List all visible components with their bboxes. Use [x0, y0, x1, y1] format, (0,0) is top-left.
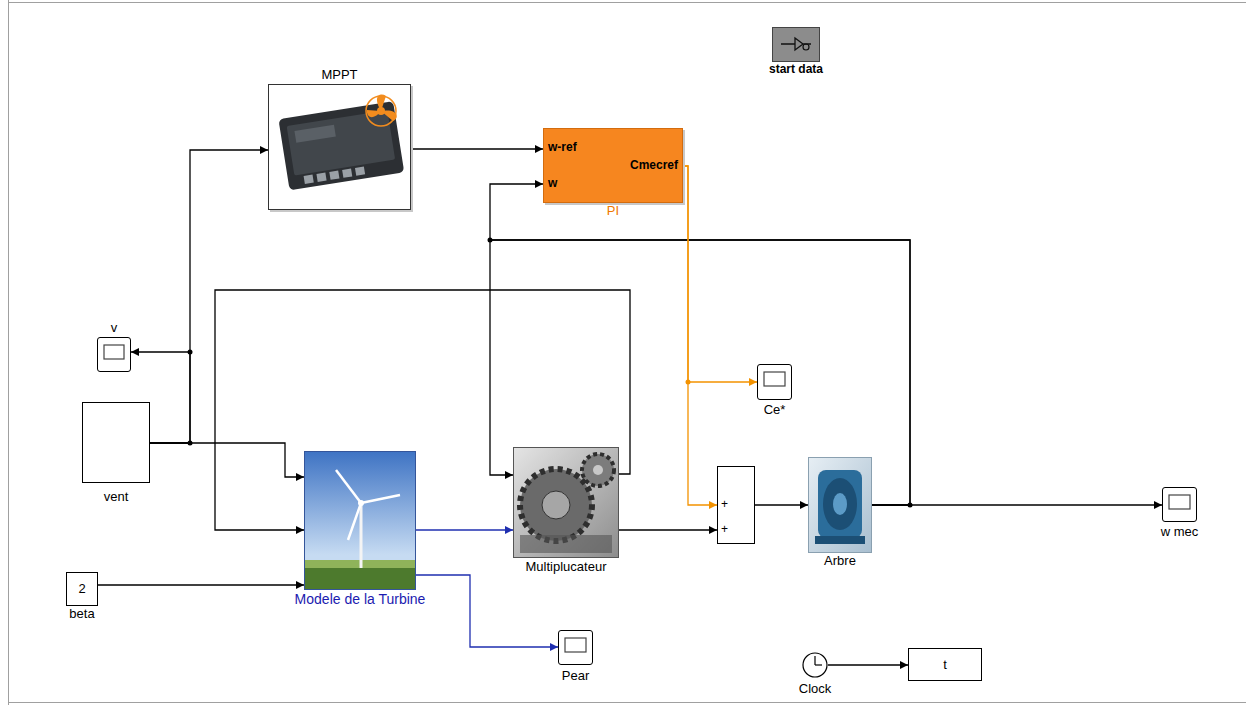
start-data-block: start data: [772, 27, 820, 62]
shaft-block: Arbre: [808, 457, 872, 553]
signal-line: [619, 529, 717, 530]
block-label: Clock: [799, 682, 832, 697]
block-label: Arbre: [824, 554, 856, 569]
block-label: +: [721, 523, 728, 537]
signal-line: [411, 148, 543, 149]
branch-point: [188, 350, 193, 355]
sum-block: ++: [717, 466, 755, 544]
block-label: w-ref: [548, 141, 577, 155]
block-label: MPPT: [321, 68, 357, 83]
branch-point: [188, 441, 193, 446]
signal-line: [215, 290, 630, 530]
branch-point: [686, 380, 691, 385]
block-label: start data: [769, 63, 823, 77]
scope-block: Pear: [558, 630, 593, 665]
block-label: Ce*: [764, 403, 786, 418]
block-label: w: [548, 177, 557, 191]
block-label: v: [111, 321, 118, 336]
block-label: beta: [69, 607, 94, 622]
signal-line: [828, 664, 908, 665]
branch-point: [488, 238, 493, 243]
signal-line: [416, 529, 513, 530]
signal-line: [98, 584, 304, 585]
block-label: vent: [104, 490, 129, 505]
signal-line: [416, 575, 558, 647]
constant-block: 2beta: [66, 572, 98, 606]
scope-block: w mec: [1162, 487, 1197, 522]
block-label: Multiplucateur: [526, 560, 607, 575]
signal-source: vent: [82, 402, 150, 483]
block-label: +: [721, 498, 728, 512]
signal-line: [872, 504, 1162, 505]
mppt-block: MPPT: [268, 84, 411, 210]
branch-point: [908, 503, 913, 508]
block-label: t: [943, 657, 947, 672]
block-label: Cmecref: [630, 159, 678, 173]
pi-controller: w-refwCmecrefPI: [543, 128, 683, 203]
signal-line: [490, 240, 910, 505]
block-label: Pear: [562, 669, 589, 684]
signal-line: [150, 150, 268, 443]
gearbox-block: Multiplucateur: [513, 447, 619, 558]
clock-block: Clock: [802, 652, 828, 678]
block-label: 2: [78, 582, 85, 597]
to-workspace-block: t: [908, 648, 982, 681]
signal-line: [150, 443, 304, 477]
signal-line: [683, 166, 717, 505]
signal-line: [755, 504, 808, 505]
turbine-model: Modele de la Turbine: [304, 451, 416, 590]
block-label: PI: [607, 204, 619, 219]
scope-block: Ce*: [757, 364, 792, 400]
block-label: Modele de la Turbine: [295, 591, 426, 607]
signal-line: [683, 166, 757, 382]
block-label: w mec: [1161, 525, 1199, 540]
scope-block: v: [97, 337, 131, 372]
